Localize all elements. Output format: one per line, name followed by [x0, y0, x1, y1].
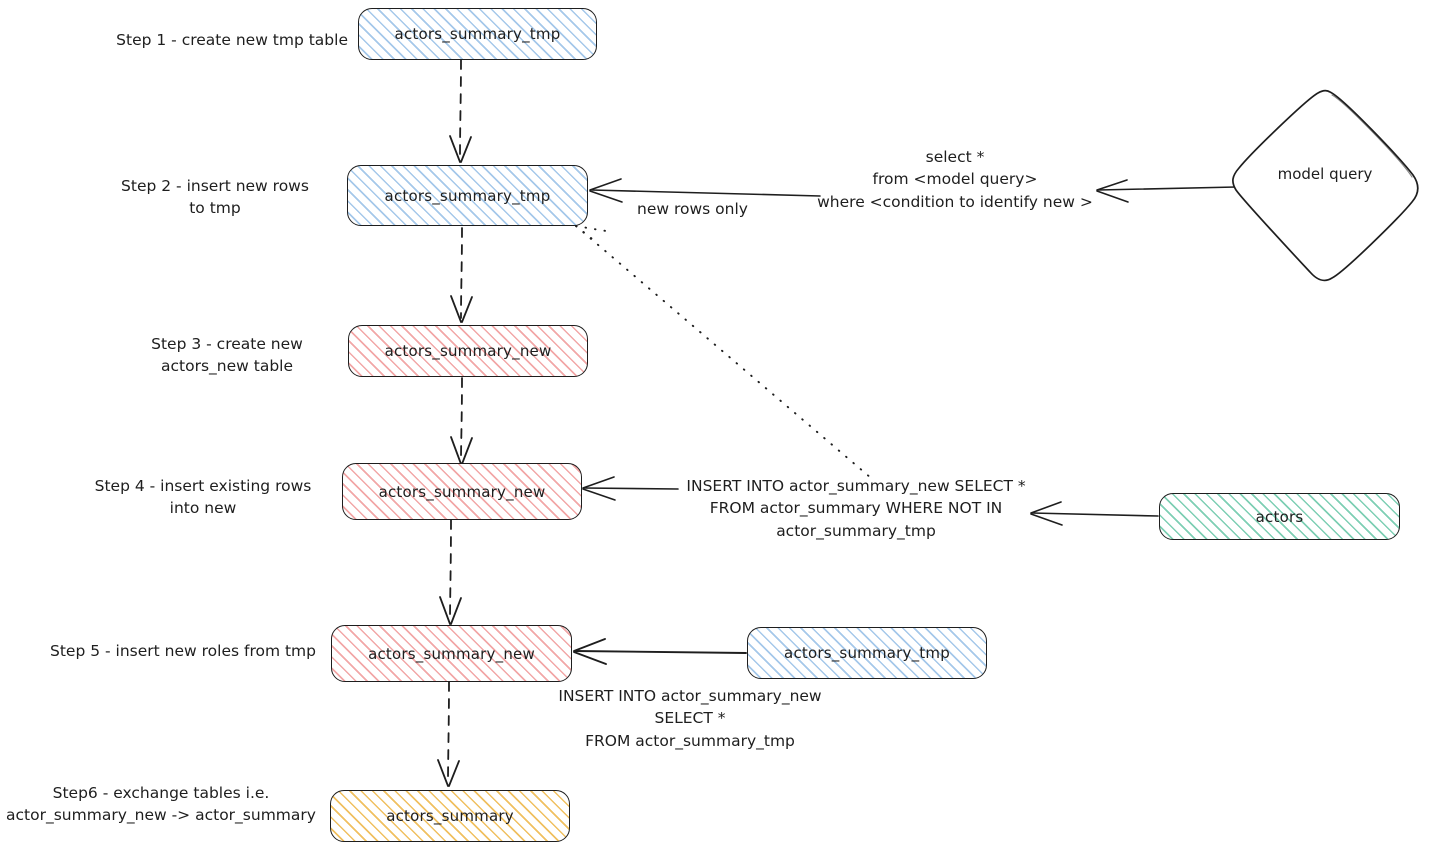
connector-step2-to-step3 [450, 227, 473, 323]
node-actors-summary-tmp-step5[interactable]: actors_summary_tmp [747, 627, 987, 679]
annotation-insert-existing-sql: INSERT INTO actor_summary_new SELECT * F… [686, 477, 1026, 540]
connector-dotted-tmp-reference [575, 225, 872, 479]
node-actors-summary-new-step5[interactable]: actors_summary_new [331, 625, 572, 682]
node-label: actors [1255, 507, 1304, 526]
node-label: actors_summary_new [384, 342, 552, 360]
node-actors-summary-tmp-step1[interactable]: actors_summary_tmp [358, 8, 597, 60]
node-model-query-label[interactable]: model query [1277, 165, 1373, 183]
step-label-2: Step 2 - insert new rows to tmp [121, 177, 309, 218]
node-label: actors_summary [386, 807, 514, 825]
connector-step5-to-step6 [437, 681, 460, 787]
step-label-3: Step 3 - create new actors_new table [151, 335, 303, 376]
connector-model-query-to-sql [1096, 179, 1237, 203]
node-actors[interactable]: actors [1159, 493, 1400, 540]
node-actors-summary-new-step3[interactable]: actors_summary_new [348, 325, 588, 377]
connector-step4-to-step5 [439, 519, 462, 625]
node-label: actors_summary_new [368, 644, 535, 663]
connector-actors-to-insertsql [1030, 501, 1159, 526]
node-label: actors_summary_tmp [784, 644, 950, 662]
node-label: actors_summary_tmp [384, 186, 551, 205]
connector-step3-to-step4 [450, 377, 473, 465]
node-label: actors_summary_new [378, 482, 546, 501]
step-label-5: Step 5 - insert new roles from tmp [50, 642, 316, 660]
annotation-new-rows-only: new rows only [637, 200, 748, 218]
node-actors-summary-new-step4[interactable]: actors_summary_new [342, 463, 582, 520]
node-label: actors_summary_tmp [394, 25, 561, 43]
model-query-diamond-shape [1232, 89, 1419, 282]
node-actors-summary-tmp-step2[interactable]: actors_summary_tmp [347, 165, 588, 226]
annotation-insert-tmp-sql: INSERT INTO actor_summary_new SELECT * F… [558, 687, 822, 750]
step-label-6: Step6 - exchange tables i.e. actor_summa… [6, 784, 316, 825]
connector-step1-to-step2 [449, 59, 472, 163]
step-label-4: Step 4 - insert existing rows into new [94, 477, 312, 518]
connector-tmp-to-step5 [573, 638, 747, 665]
step-label-1: Step 1 - create new tmp table [116, 31, 348, 49]
annotation-model-query-sql: select * from <model query> where <condi… [817, 148, 1093, 211]
connector-insertsql-to-step4 [582, 476, 679, 501]
node-actors-summary[interactable]: actors_summary [330, 790, 570, 842]
